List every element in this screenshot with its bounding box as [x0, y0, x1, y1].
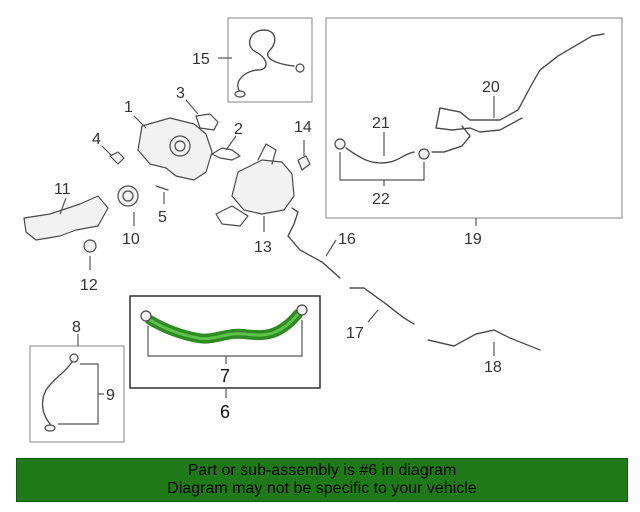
part-13-top [257, 143, 277, 165]
leader-1 [133, 115, 147, 129]
callout-17: 17 [346, 325, 364, 342]
part-1-housing [137, 117, 213, 181]
part-11-outlet [23, 195, 109, 241]
parts-diagram: 15 20 21 22 19 1 2 3 4 5 10 11 12 [23, 17, 623, 443]
part-15-box [227, 17, 313, 103]
part-18-pipe [427, 329, 541, 351]
leader-9 [58, 363, 99, 425]
part-22-clamp-right [418, 148, 430, 160]
callout-7: 7 [220, 366, 230, 386]
callout-16: 16 [338, 231, 356, 248]
part-16-pipe-inner [287, 207, 341, 279]
leader-17 [367, 309, 379, 323]
callout-15: 15 [192, 51, 210, 68]
callout-11: 11 [54, 181, 71, 198]
callout-9: 9 [106, 387, 115, 404]
part-20-pipe-inner [435, 33, 605, 133]
part-6-box [129, 295, 321, 389]
part-15-hose-inner [237, 29, 295, 93]
part-9-clamp-bottom [44, 424, 56, 432]
callout-22: 22 [372, 191, 390, 208]
part-17-pipe-inner [349, 287, 415, 325]
callout-2: 2 [234, 121, 243, 138]
banner-line-2: Diagram may not be specific to your vehi… [167, 480, 477, 497]
leader-2 [225, 135, 237, 151]
part-15-clamp [295, 63, 305, 73]
callout-19: 19 [464, 231, 482, 248]
part-21-hose-inner [345, 147, 415, 164]
part-9-hose-inner [41, 361, 73, 425]
part-20-pipe [435, 33, 605, 133]
part-13-mount [215, 205, 249, 227]
callout-14: 14 [294, 119, 312, 136]
part-13-pump [231, 159, 295, 215]
leader-22 [339, 152, 425, 181]
part-2-bracket [211, 147, 241, 161]
part-5-pin [155, 185, 169, 191]
callout-8: 8 [72, 319, 81, 336]
part-12-nut [83, 239, 97, 253]
part-10-thermostat [117, 185, 139, 207]
part-10-thermostat-inner [122, 190, 134, 202]
part-9-hose [41, 361, 73, 425]
leader-11 [59, 197, 67, 215]
info-banner: Part or sub-assembly is #6 in diagram Di… [16, 458, 628, 502]
callout-12: 12 [80, 277, 98, 294]
callout-13: 13 [254, 239, 272, 256]
part-9-clamp-top [69, 353, 79, 363]
callout-3: 3 [176, 85, 185, 102]
part-18-pipe-inner [427, 329, 541, 351]
callout-1: 1 [124, 99, 133, 116]
part-7-clamp-left [140, 310, 152, 322]
part-20-lower-inner [431, 125, 471, 153]
callout-4: 4 [92, 131, 101, 148]
callout-20: 20 [482, 79, 500, 96]
part-14-bolt [297, 155, 311, 171]
leader-4 [101, 145, 113, 157]
part-1-port [169, 135, 191, 157]
part-4-bolt [109, 151, 125, 165]
leader-3 [185, 99, 199, 115]
callout-21: 21 [372, 115, 390, 132]
callout-6: 6 [220, 402, 230, 422]
part-7-hose-highlight [148, 312, 300, 341]
part-3-gasket [195, 113, 219, 131]
leader-16 [325, 239, 337, 257]
part-22-clamp-left [334, 138, 346, 150]
part-8-box [29, 345, 125, 443]
banner-line-1: Part or sub-assembly is #6 in diagram [187, 462, 457, 479]
callout-10: 10 [122, 231, 140, 248]
part-1-port-inner [174, 140, 186, 152]
part-19-box [325, 17, 623, 219]
part-15-clamp-lower [234, 90, 246, 98]
callout-18: 18 [484, 359, 502, 376]
callout-5: 5 [158, 209, 167, 226]
part-7-clamp-right [296, 304, 308, 316]
leader-7 [147, 320, 303, 357]
